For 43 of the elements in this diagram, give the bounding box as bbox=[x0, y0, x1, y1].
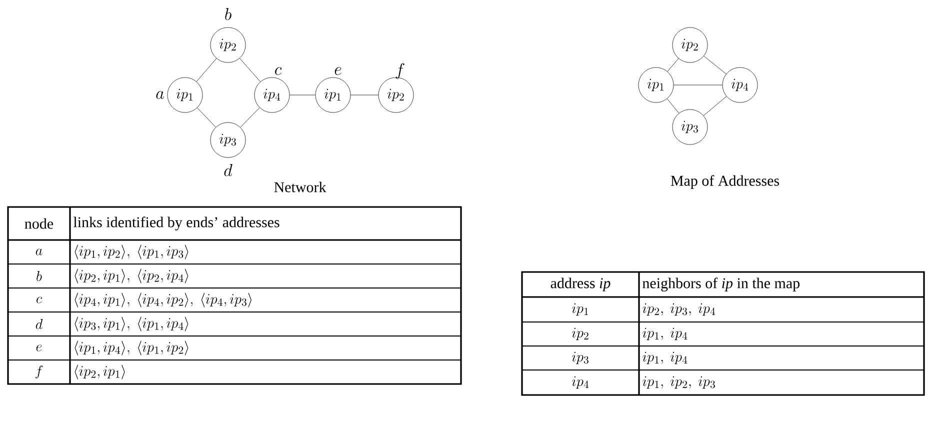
table-entry: $a$ bbox=[36, 248, 42, 256]
node-letter: $c$ bbox=[275, 67, 282, 75]
figure-caption: Network bbox=[274, 182, 326, 192]
table-header: neighbors of ip in the map bbox=[642, 278, 800, 292]
figure-caption: Map of Addresses bbox=[670, 175, 780, 189]
node-letter: $b$ bbox=[225, 8, 232, 20]
table-entry: $b$ bbox=[36, 271, 42, 282]
table-entry: $ip_1$ bbox=[572, 303, 588, 316]
table-entry: $\langle ip_2, ip_1\rangle$ bbox=[74, 364, 125, 380]
link-line bbox=[674, 84, 722, 86]
table-entry: $\langle ip_1, ip_4\rangle,\ \langle ip_1, ip_2\rangle$ bbox=[74, 340, 188, 356]
link-line bbox=[666, 98, 680, 114]
link-line bbox=[196, 58, 217, 82]
table-entry: $\langle ip_1, ip_2\rangle,\ \langle ip_1, ip_3\rangle$ bbox=[74, 244, 188, 260]
link-line bbox=[350, 94, 378, 96]
link-line bbox=[667, 58, 679, 72]
node-letter: $a$ bbox=[156, 91, 164, 99]
table-entry: $f$ bbox=[36, 365, 43, 379]
link-line bbox=[703, 96, 727, 116]
table-entry: $ip_1,\ ip_4$ bbox=[642, 352, 688, 364]
table-entry: $\langle ip_2, ip_1\rangle,\ \langle ip_2, ip_4\rangle$ bbox=[74, 268, 188, 284]
link-line bbox=[290, 94, 316, 96]
table-header: address ip bbox=[550, 278, 610, 292]
table-entry: $ip_4$ bbox=[572, 376, 589, 389]
table-entry: $e$ bbox=[36, 344, 42, 352]
table-entry: $d$ bbox=[36, 319, 43, 330]
table-header: links identified by ends’ addresses bbox=[74, 216, 280, 230]
table-entry: $ip_2,\ ip_3,\ ip_4$ bbox=[642, 303, 716, 316]
link-line bbox=[704, 56, 726, 74]
table-header: node bbox=[24, 218, 54, 229]
table-entry: $c$ bbox=[36, 296, 42, 304]
table-entry: $\langle ip_4, ip_1\rangle,\ \langle ip_4, ip_2\rangle,\ \langle ip_4, ip_3\rangle$ bbox=[74, 292, 252, 308]
link-line bbox=[240, 107, 260, 128]
node-letter: $f$ bbox=[396, 63, 404, 79]
table-entry: $ip_1,\ ip_2,\ ip_3$ bbox=[642, 376, 715, 389]
link-line bbox=[240, 58, 261, 82]
link-line bbox=[197, 108, 216, 128]
node-letter: $d$ bbox=[224, 164, 232, 176]
table-entry: $\langle ip_3, ip_1\rangle,\ \langle ip_1, ip_4\rangle$ bbox=[74, 316, 188, 332]
node-letter: $e$ bbox=[334, 67, 342, 75]
table-entry: $ip_3$ bbox=[572, 352, 588, 364]
table-entry: $ip_1,\ ip_4$ bbox=[642, 328, 688, 340]
table-entry: $ip_2$ bbox=[572, 328, 588, 340]
